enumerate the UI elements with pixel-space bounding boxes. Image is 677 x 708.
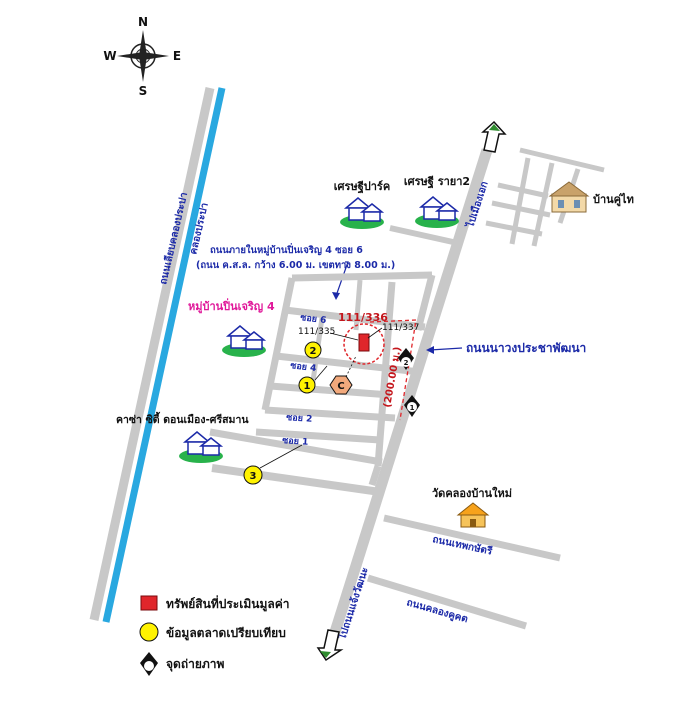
plot-main-label: 111/336 xyxy=(338,311,388,324)
main-road xyxy=(324,148,493,650)
soi-1-label: ซอย 1 xyxy=(282,436,309,448)
building-icon xyxy=(548,181,590,213)
plot-right-label: 111/337 xyxy=(382,323,419,333)
temple-icon xyxy=(456,502,490,528)
compass-s: S xyxy=(139,84,148,98)
photo-point-2: 2 xyxy=(398,348,414,370)
comparable-1-marker: 1 xyxy=(298,376,316,394)
south-direction-arrow xyxy=(316,629,344,662)
compass-n: N xyxy=(138,15,148,29)
road-thepkasat xyxy=(383,514,561,562)
legend-photo-icon xyxy=(140,652,158,676)
canal xyxy=(102,87,226,623)
access-note-1: ถนนภายในหมู่บ้านปิ่นเจริญ 4 ซอย 6 xyxy=(210,242,363,257)
comparable-3-marker: 3 xyxy=(243,465,263,485)
condo-label: คาซ่า ซิตี้ ดอนเมือง-ศรีสมาน xyxy=(116,411,249,426)
distance-line xyxy=(369,319,417,421)
house-icon xyxy=(222,325,267,357)
photo-point-1: 1 xyxy=(404,395,420,417)
comparable-c-label: C xyxy=(337,381,344,392)
compass-w: W xyxy=(103,49,116,63)
svg-text:1: 1 xyxy=(304,381,311,392)
temple-label: วัดคลองบ้านใหม่ xyxy=(432,486,512,500)
house-icon xyxy=(179,431,224,463)
canal-road xyxy=(89,87,215,621)
legend: ทรัพย์สินที่ประเมินมูลค่า ข้อมูลตลาดเปรี… xyxy=(139,595,290,676)
soi-4-label: ซอย 4 xyxy=(290,361,317,374)
svg-text:3: 3 xyxy=(250,471,257,482)
legend-market-label: ข้อมูลตลาดเปรียบเทียบ xyxy=(166,626,286,641)
compass-rose: N S W E xyxy=(103,15,181,98)
compass-e: E xyxy=(173,49,181,63)
north-direction-arrow xyxy=(481,120,507,153)
access-note-arrow xyxy=(335,261,349,297)
project-streets xyxy=(209,271,436,496)
legend-photo-label: จุดถ่ายภาพ xyxy=(166,657,225,672)
village-kuthai-label: บ้านคู่ไท xyxy=(593,192,634,207)
soi-2-label: ซอย 2 xyxy=(286,413,313,425)
house-icon xyxy=(340,197,385,229)
comparable-c-marker xyxy=(329,375,353,395)
plot-left-label: 111/335 xyxy=(298,327,335,337)
svg-text:2: 2 xyxy=(404,359,409,367)
svg-text:2: 2 xyxy=(310,346,317,357)
house-icon xyxy=(415,196,460,228)
village-rai2-label: เศรษฐี รายา2 xyxy=(404,175,470,189)
svg-text:1: 1 xyxy=(410,404,415,412)
village-access-road xyxy=(389,225,463,247)
project-label: หมู่บ้านปิ่นเจริญ 4 xyxy=(188,298,275,314)
subject-property-marker xyxy=(358,333,370,352)
northeast-streets xyxy=(485,147,605,247)
subject-highlight-circle xyxy=(343,323,385,365)
legend-subject-label: ทรัพย์สินที่ประเมินมูลค่า xyxy=(166,595,290,612)
road-khlongkhu xyxy=(366,574,528,630)
legend-subject-swatch xyxy=(140,595,158,611)
access-note-2: (ถนน ค.ส.ล. กว้าง 6.00 ม. เขตทาง 8.00 ม.… xyxy=(196,259,395,271)
soi-6-label: ซอย 6 xyxy=(300,313,327,326)
legend-market-swatch xyxy=(139,622,159,642)
village-park-label: เศรษฐีปาร์ค xyxy=(334,180,390,194)
main-road-name: ถนนนาวงประชาพัฒนา xyxy=(466,341,586,355)
comparable-2-marker: 2 xyxy=(304,341,322,359)
